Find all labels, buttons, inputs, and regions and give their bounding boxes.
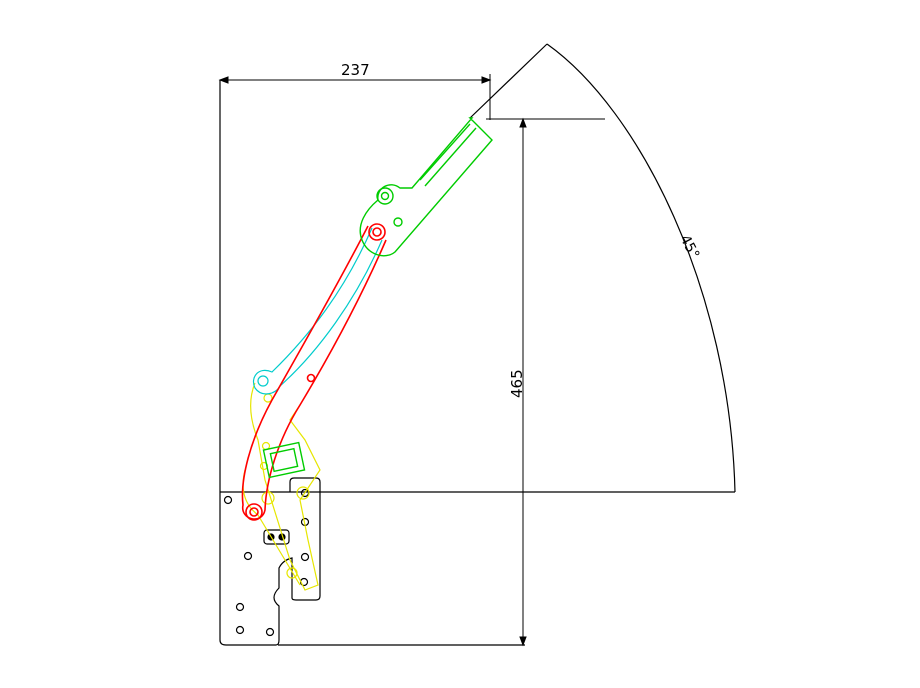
link-red [241,223,387,521]
width-dimension [218,74,492,120]
height-dimension-label: 465 [508,369,526,398]
width-dimension-label: 237 [341,61,370,79]
cabinet-outline [219,80,735,646]
angle-dimension-label: 45° [676,232,702,261]
height-dimension [486,117,605,647]
link-cyan [252,227,383,395]
angle-dimension [469,43,736,493]
link-green [262,117,493,479]
